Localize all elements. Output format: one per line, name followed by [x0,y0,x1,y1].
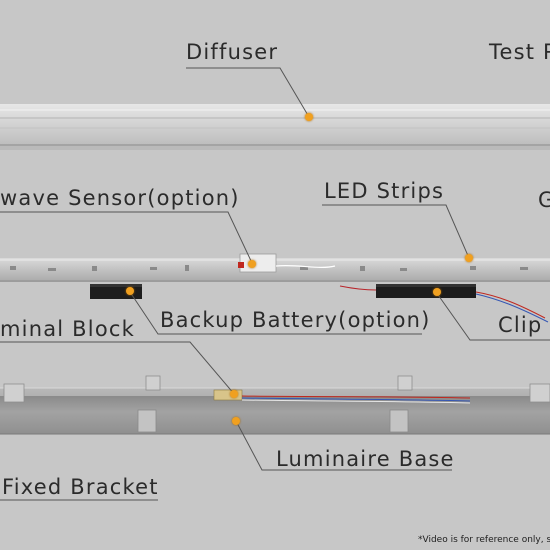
terminal-block-label: minal Block [0,317,135,341]
g-label: G [538,188,550,212]
clip-marker [433,288,441,296]
luminaire-base-part [0,375,550,435]
luminaire-base-label: Luminaire Base [276,447,455,471]
test-label: Test P [489,40,550,64]
sensor-marker [248,260,256,268]
diffuser-label: Diffuser [186,40,279,64]
battery-label: Backup Battery(option) [160,308,431,332]
reference-footnote: *Video is for reference only, spec [418,535,550,545]
terminal-block-marker [230,390,238,398]
leader-lines [0,67,550,501]
fixed-bracket-label: Fixed Bracket [2,475,159,499]
battery-marker [126,287,134,295]
sensor-label: wave Sensor(option) [0,186,240,210]
led-tray-part [0,253,550,323]
led-strips-marker [465,254,473,262]
led-strips-label: LED Strips [324,179,445,203]
diffuser-part [0,104,550,150]
diffuser-marker [305,113,313,121]
luminaire-base-marker [232,417,240,425]
clip-label: Clip [498,313,543,337]
